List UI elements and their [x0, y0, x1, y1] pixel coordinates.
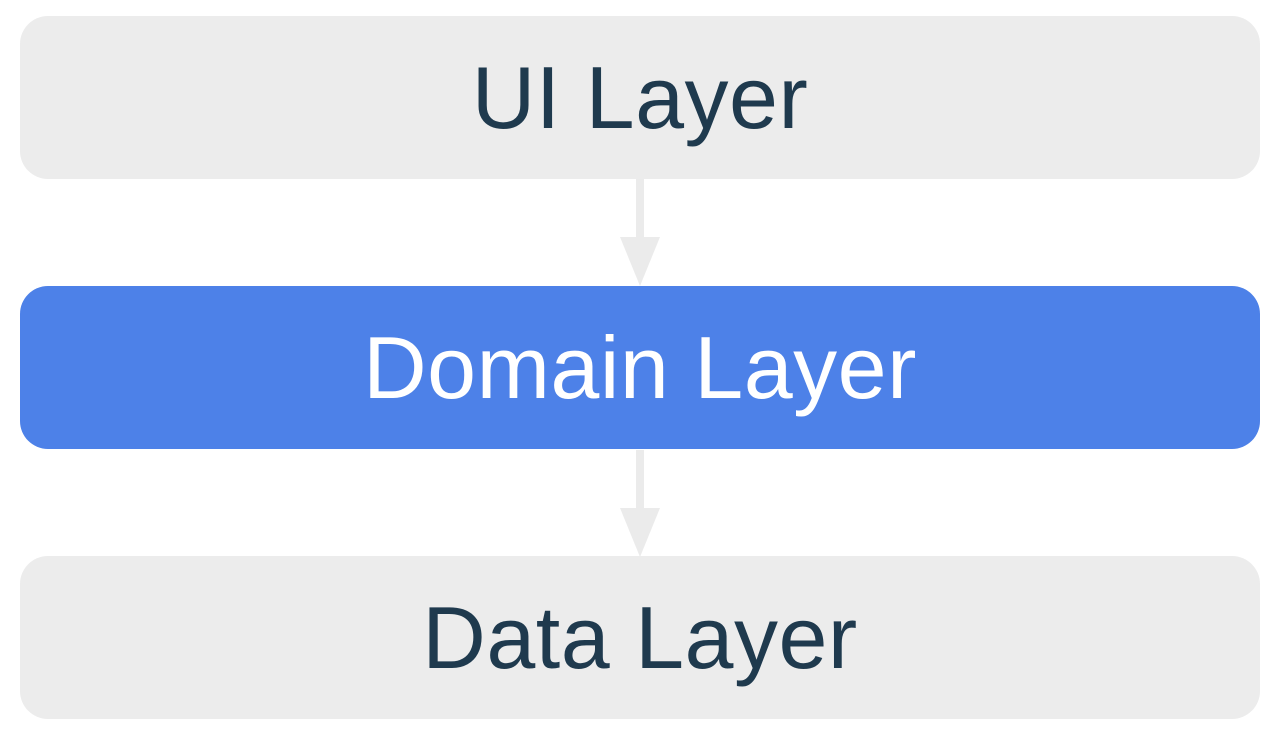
- layer-box-data: Data Layer: [20, 556, 1260, 719]
- down-arrow-stem: [636, 450, 644, 512]
- layer-label-data: Data Layer: [422, 587, 858, 687]
- layer-label-domain: Domain Layer: [363, 317, 917, 417]
- down-arrow-head: [620, 237, 660, 286]
- layer-box-ui: UI Layer: [20, 16, 1260, 179]
- down-arrow-icon: [620, 450, 660, 557]
- layer-label-ui: UI Layer: [471, 47, 809, 147]
- down-arrow-head: [620, 508, 660, 557]
- down-arrow-stem: [636, 179, 644, 241]
- layer-box-domain: Domain Layer: [20, 286, 1260, 449]
- down-arrow-icon: [620, 179, 660, 286]
